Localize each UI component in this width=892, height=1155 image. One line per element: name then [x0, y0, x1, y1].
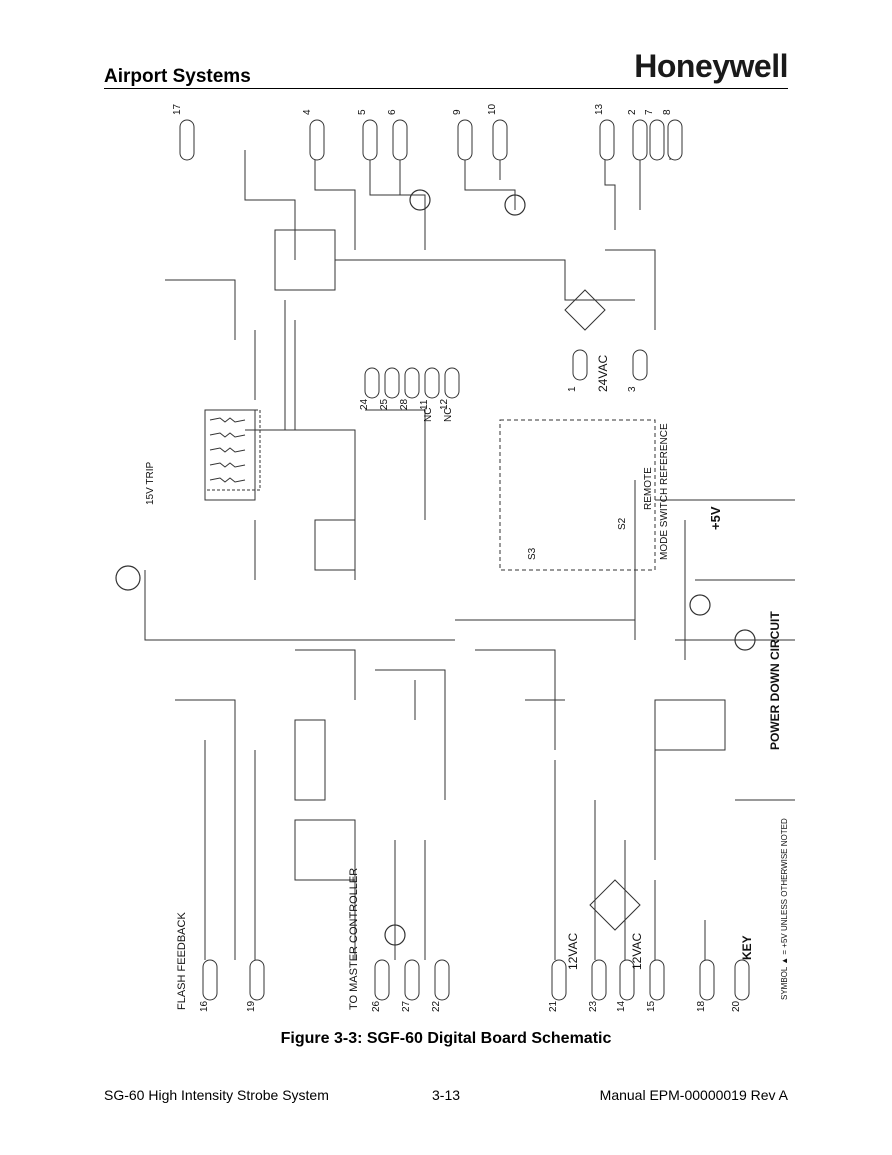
pin-label-mid: 1	[567, 386, 578, 392]
figure-caption: Figure 3-3: SGF-60 Digital Board Schemat…	[280, 1030, 612, 1047]
footer-page-number: 3-13	[432, 1087, 461, 1103]
pin-label-top: 5	[357, 109, 368, 115]
label-s3: S3	[527, 547, 538, 560]
schematic-diagram: 17 4 5 6 9 10 13 2 7 8 16 19 26 27 22 21…	[115, 103, 795, 1012]
label-symbol-note: SYMBOL ▲ = +5V UNLESS OTHERWISE NOTED	[780, 818, 789, 1000]
pin-label-bottom: 27	[401, 1000, 412, 1012]
pin-label-bottom: 15	[646, 1000, 657, 1012]
pin-label-top: 9	[452, 109, 463, 115]
label-plus5v: +5V	[708, 506, 723, 530]
pin-label-top: 2	[627, 109, 638, 115]
pin-label-bottom: 20	[731, 1000, 742, 1012]
label-remote: REMOTE	[643, 467, 654, 510]
label-nc-1: NC	[423, 408, 434, 422]
label-12vac-b: 12VAC	[630, 933, 644, 970]
pin-label-top: 6	[387, 109, 398, 115]
pin-label-bottom: 21	[548, 1000, 559, 1012]
pin-label-top: 8	[662, 109, 673, 115]
pin-label-bottom: 22	[431, 1000, 442, 1012]
footer-document-title: SG-60 High Intensity Strobe System	[104, 1087, 329, 1103]
footer-manual-id: Manual EPM-00000019 Rev A	[599, 1087, 788, 1103]
label-trip: 15V TRIP	[145, 462, 156, 505]
pin-label-mid: 28	[399, 398, 410, 410]
label-power-down: POWER DOWN CIRCUIT	[768, 611, 782, 750]
pin-label-top: 10	[487, 103, 498, 115]
label-12vac-a: 12VAC	[566, 933, 580, 970]
pin-label-top: 4	[302, 109, 313, 115]
pin-label-top: 13	[594, 103, 605, 115]
label-24vac: 24VAC	[596, 355, 610, 392]
header-rule	[104, 88, 788, 89]
label-key: KEY	[740, 935, 754, 960]
honeywell-logo: Honeywell	[634, 48, 788, 84]
label-master-controller: TO MASTER CONTROLLER	[348, 868, 360, 1010]
label-s2: S2	[617, 517, 628, 530]
pin-label-bottom: 26	[371, 1000, 382, 1012]
label-flash-feedback: FLASH FEEDBACK	[176, 912, 188, 1010]
pin-label-top: 17	[172, 103, 183, 115]
pin-label-mid: 11	[419, 399, 430, 410]
header-section-title: Airport Systems	[104, 66, 251, 87]
pin-label-bottom: 14	[616, 1000, 627, 1012]
pin-label-mid: 12	[439, 398, 450, 410]
pin-label-top: 7	[644, 109, 655, 115]
label-mode-switch: MODE SWITCH REFERENCE	[659, 423, 670, 560]
pin-label-bottom: 19	[246, 1000, 257, 1012]
pin-label-bottom: 18	[696, 1000, 707, 1012]
pin-label-mid: 24	[359, 398, 370, 410]
label-nc-2: NC	[443, 408, 454, 422]
pin-label-mid: 3	[627, 386, 638, 392]
pin-label-bottom: 16	[199, 1000, 210, 1012]
pin-label-mid: 25	[379, 398, 390, 410]
pin-label-bottom: 23	[588, 1000, 599, 1012]
